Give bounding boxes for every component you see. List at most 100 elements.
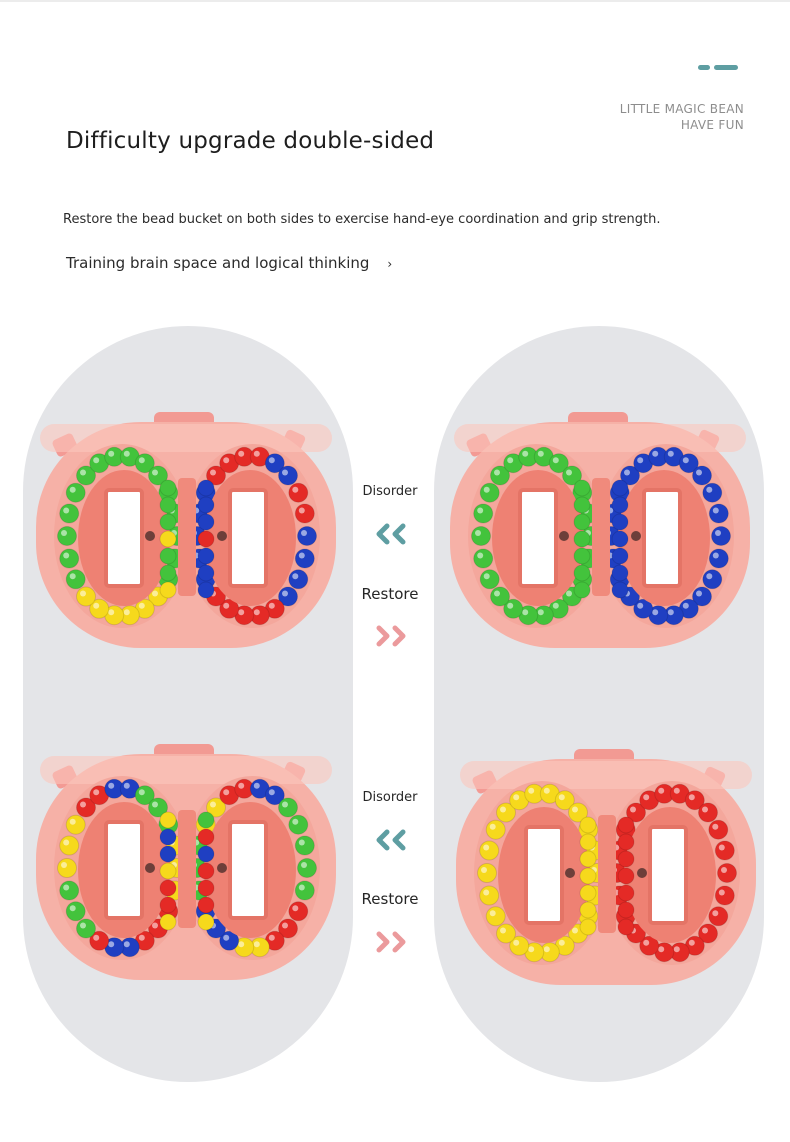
center-left-bead [159, 913, 177, 931]
left-ring-bead [65, 569, 86, 590]
right-ring-bead-shine [673, 946, 680, 953]
center-divider [592, 478, 610, 596]
left-window [104, 488, 144, 588]
right-ring-bead-shine [268, 934, 275, 941]
left-ring-bead-shine [63, 507, 70, 514]
left-ring-bead-shine [528, 946, 535, 953]
left-ring-bead [76, 918, 96, 939]
dash-short [698, 65, 710, 70]
right-ring-bead-shine [210, 801, 216, 808]
left-ring-bead [496, 923, 516, 944]
left-ring-bead-shine [537, 450, 544, 457]
center-right-bead [197, 564, 215, 582]
left-ring-bead-shine [108, 609, 115, 616]
left-ring-bead-shine [513, 794, 520, 801]
left-ring-bead-shine [500, 927, 506, 934]
center-left-bead [159, 845, 177, 863]
right-ring-bead-shine [706, 486, 713, 493]
toy-disorder-top [36, 412, 336, 648]
left-ring-bead-shine [123, 941, 130, 948]
right-ring-bead [702, 482, 723, 503]
left-ring-bead-shine [500, 806, 506, 813]
left-ring-bead-shine [152, 922, 158, 929]
right-ring-bead-shine [282, 469, 288, 476]
right-ring-bead [698, 802, 718, 823]
toy-highlight [40, 424, 332, 452]
left-ring-bead-shine [507, 602, 514, 609]
center-left-bead [579, 833, 597, 851]
left-ring-bead [485, 819, 506, 840]
left-ring-bead-shine [123, 450, 130, 457]
left-ring-bead-shine [475, 530, 481, 536]
right-ring-bead-shine [718, 889, 725, 896]
right-ring-bead-shine [667, 609, 674, 616]
left-ring-bead-shine [494, 469, 500, 476]
center-divider [178, 478, 196, 596]
left-ring-bead-shine [80, 922, 86, 929]
center-right-bead [197, 547, 215, 565]
subtitle: Restore the bead bucket on both sides to… [63, 212, 661, 227]
right-ring-bead [288, 814, 309, 835]
center-left-bead [159, 530, 177, 548]
left-window [518, 488, 558, 588]
tagline-mark: › [387, 257, 393, 271]
right-ring-bead-shine [712, 552, 719, 559]
right-ring-bead-shine [253, 450, 260, 457]
left-screw [145, 531, 155, 541]
right-ring-bead-shine [706, 573, 713, 580]
left-ring-bead-shine [483, 573, 490, 580]
right-window [228, 820, 268, 920]
right-ring-bead-shine [282, 590, 288, 597]
center-left-bead [159, 811, 177, 829]
center-right-bead [197, 896, 215, 914]
right-ring-bead [708, 819, 729, 840]
right-ring-bead [294, 880, 315, 901]
center-left-bead [579, 918, 597, 936]
center-left-bead [573, 530, 591, 548]
left-ring-bead [57, 526, 77, 546]
right-ring-bead-shine [630, 806, 636, 813]
left-ring-bead-shine [138, 457, 145, 464]
center-right-bead [197, 845, 215, 863]
right-ring-bead-shine [298, 884, 305, 891]
left-ring-bead-shine [69, 818, 76, 825]
left-ring-bead [479, 569, 500, 590]
center-left-bead [159, 547, 177, 565]
center-left-bead [159, 496, 177, 514]
center-right-bead [611, 530, 629, 548]
right-ring-bead-shine [238, 609, 245, 616]
right-ring-bead [708, 906, 729, 927]
left-ring-bead-shine [513, 939, 520, 946]
chevron-double-left-icon [376, 829, 406, 851]
right-ring-bead-shine [282, 801, 288, 808]
right-screw [637, 868, 647, 878]
right-ring-bead-shine [268, 457, 275, 464]
left-screw [145, 863, 155, 873]
right-window [648, 825, 688, 925]
left-ring-bead [471, 526, 491, 546]
center-right-bead [197, 862, 215, 880]
right-ring-bead-shine [712, 823, 719, 830]
left-ring-bead-shine [80, 590, 86, 597]
chevron-double-right-icon [376, 625, 406, 647]
center-left-bead [159, 862, 177, 880]
left-ring-bead [59, 503, 80, 524]
center-left-bead [159, 828, 177, 846]
left-ring-bead-shine [63, 552, 70, 559]
dash-long [714, 65, 738, 70]
left-ring-bead [57, 858, 77, 878]
left-ring-bead-shine [528, 787, 535, 794]
center-left-bead [573, 581, 591, 599]
left-ring-bead [473, 548, 494, 569]
center-right-bead [611, 479, 629, 497]
tagline: Training brain space and logical thinkin… [66, 254, 392, 272]
center-left-bead [573, 479, 591, 497]
center-left-bead [573, 547, 591, 565]
right-ring-bead [278, 797, 298, 818]
center-left-bead [573, 496, 591, 514]
center-right-bead [197, 513, 215, 531]
tagline-text: Training brain space and logical thinkin… [66, 254, 370, 272]
left-ring-bead-shine [537, 609, 544, 616]
right-window [228, 488, 268, 588]
left-screw [565, 868, 575, 878]
